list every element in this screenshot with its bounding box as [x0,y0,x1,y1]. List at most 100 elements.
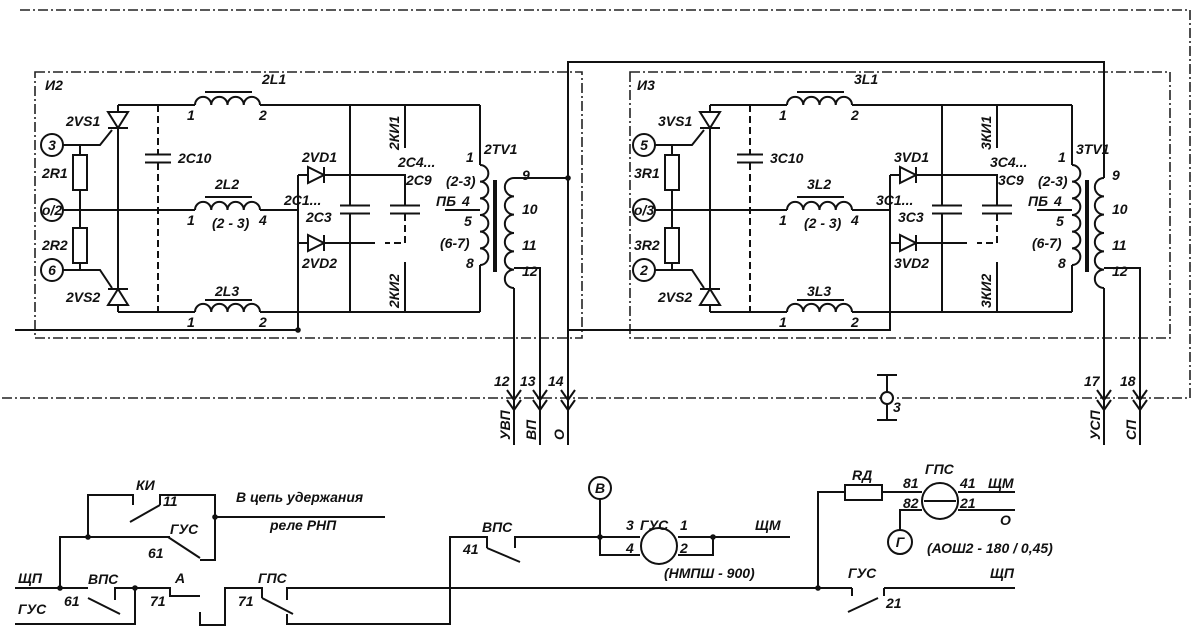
thyristor-vs1-icon [106,111,130,130]
secondary-pin: 12 [522,263,538,279]
transformer-secondary-icon-left [503,177,515,289]
transformer-secondary-icon-right [1093,177,1105,289]
transformer-pin: 5 [1056,213,1064,229]
transformer-core [1085,180,1089,272]
inductor-l3-label: 2L3 [214,283,239,299]
connector-number: 14 [548,373,564,389]
inductor-l1-label: 3L1 [854,71,878,87]
label: 82 [903,495,919,511]
label: (НМПШ - 900) [664,565,755,581]
label: ВПС [88,571,119,587]
inductor-l1-icon [194,95,261,106]
junction-dot [565,175,571,181]
inductor-l2-range: (2 - 3) [212,215,250,231]
inductor-l3-label: 3L3 [807,283,831,299]
label: ВПС [482,519,513,535]
connector-label: СП [1123,419,1139,440]
capacitor-c4-wire [350,174,406,205]
secondary-pin: 10 [1112,201,1128,217]
ground-number: 3 [893,399,901,415]
gate-wire-vs2 [63,269,113,289]
inductor-l1-label: 2L1 [261,71,286,87]
capacitor-c3-label: 3C3 [898,209,924,225]
ki2-label: 3КИ2 [978,274,994,308]
gate-wire-vs2 [655,269,705,289]
connector-arrow-icon [1132,389,1148,402]
transformer-range: (6-7) [1032,235,1062,251]
inductor-pin: 4 [850,212,859,228]
transformer-pb-label: ПБ [1028,193,1048,209]
transformer-primary-icon [1071,164,1082,266]
connector-arrow-icon [532,389,548,402]
junction-dot [132,585,138,591]
label: ГУС [848,565,877,581]
thyristor-vs2-label: 2VS2 [657,289,692,305]
transformer-primary-icon [479,164,490,266]
transformer-pb-label: ПБ [436,193,456,209]
inductor-l3-icon [194,302,261,313]
label: 21 [959,495,976,511]
contact-gap [852,584,884,592]
connector-arrow-icon [560,399,576,412]
resistor-r1-label: 2R1 [41,165,68,181]
diode-vd2-label: 3VD2 [894,255,929,271]
ki1-label: 3КИ1 [978,116,994,150]
junction-dot [295,327,301,333]
connector-label: О [551,429,567,440]
diode-vd2-icon [307,233,327,253]
contact-blade-gus [167,536,201,559]
secondary-pin: 10 [522,201,538,217]
label: 81 [903,475,919,491]
transformer-pin: 8 [466,255,474,271]
inductor-pin: 1 [779,107,787,123]
capacitor-c4-wire [385,214,406,244]
label: RД [852,467,872,483]
wire [678,537,714,556]
label: ЩМ [988,475,1014,491]
label: ГУС [18,601,47,617]
wire [899,509,922,530]
gate-wire-vs1 [63,129,113,146]
label: реле РНП [269,517,337,533]
resistor-r1-label: 3R1 [634,165,660,181]
transformer-pin: 4 [461,193,470,209]
terminal-number: 2 [639,262,648,278]
inductor-l2-label: 3L2 [807,176,831,192]
label: В [595,480,605,496]
transformer-core [493,180,497,272]
connector-arrow-icon [560,389,576,402]
diode-vd2-label: 2VD2 [301,255,337,271]
wire [817,491,845,588]
inductor-pin: 1 [779,212,787,228]
inductor-l2-label: 2L2 [214,176,239,192]
resistor-rd [844,484,883,501]
inductor-pin: 2 [850,314,859,330]
label: 61 [148,545,164,561]
label: ГПС [258,570,288,586]
wire [286,536,488,625]
connector-label: УВП [497,409,513,440]
inductor-l3-icon [786,302,853,313]
label: ЩП [18,570,43,586]
secondary-pin: 9 [1112,167,1120,183]
outer-frame-dashed [0,9,1191,399]
connector-arrow-icon [1132,399,1148,412]
secondary-pin: 12 [1112,263,1128,279]
connector-arrow-icon [506,399,522,412]
label: ГПС [925,461,955,477]
block-title: И2 [45,77,63,93]
transformer-range: (2-3) [1038,173,1068,189]
capacitor-c9-label: 3C9 [998,172,1024,188]
connector-14: 14О [548,373,576,445]
block-frame [34,71,583,339]
capacitor-c3-label: 2C3 [305,209,332,225]
inductor-l2-icon [786,200,853,211]
terminal-number: о/2 [42,202,62,218]
connector-number: 13 [520,373,536,389]
capacitor-c9-label: 2C9 [405,172,432,188]
